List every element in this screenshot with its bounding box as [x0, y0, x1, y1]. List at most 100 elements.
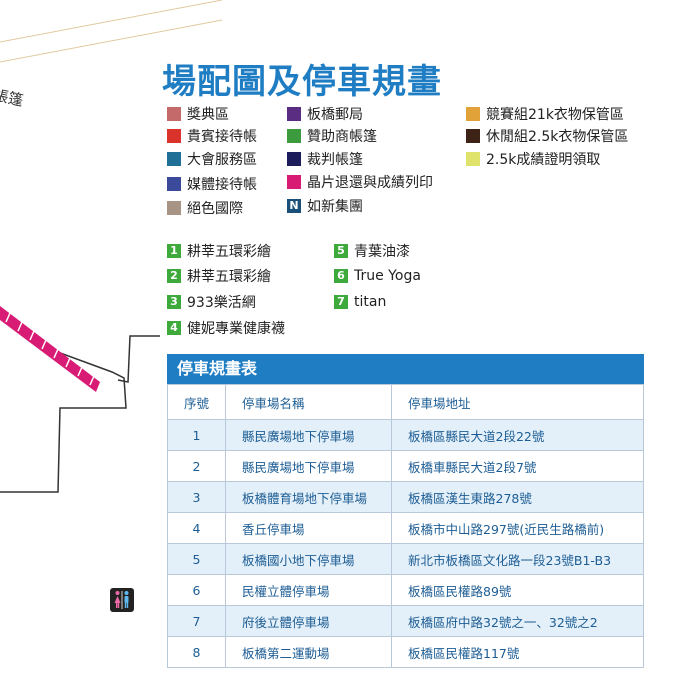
legend-item: 競賽組21k衣物保管區	[466, 104, 624, 124]
table-row: 1 縣民廣場地下停車場 板橋區縣民大道2段22號	[167, 419, 644, 451]
legend-label: 2.5k成績證明領取	[486, 152, 601, 168]
row-seq: 7	[167, 605, 226, 637]
row-address: 板橋區漢生東路278號	[391, 481, 644, 513]
legend-item: 媒體接待帳	[167, 174, 257, 194]
table-row: 7 府後立體停車場 板橋區府中路32號之一、32號之2	[167, 605, 644, 637]
legend-label: 媒體接待帳	[187, 177, 257, 193]
legend-label: 休閒組2.5k衣物保管區	[486, 129, 629, 145]
legend-swatch	[167, 152, 181, 166]
table-row: 2 縣民廣場地下停車場 板橋車縣民大道2段7號	[167, 450, 644, 482]
row-seq: 4	[167, 512, 226, 544]
legend-swatch	[287, 107, 301, 121]
sponsor-label: True Yoga	[354, 268, 421, 284]
row-name: 香丘停車場	[225, 512, 392, 544]
restroom-icon	[110, 588, 134, 612]
booth-row	[0, 306, 100, 392]
table-row: 8 板橋第二運動場 板橋區民權路117號	[167, 636, 644, 668]
legend-swatch	[287, 152, 301, 166]
legend-item: 大會服務區	[167, 149, 257, 169]
number-badge: 2	[167, 269, 181, 283]
n-badge-icon: N	[287, 199, 301, 213]
legend-label: 晶片退還與成績列印	[307, 175, 433, 191]
sponsor-label: 933樂活網	[187, 295, 256, 311]
sponsor-item: 4 健妮專業健康襪	[167, 318, 285, 338]
legend-item: 板橋郵局	[287, 104, 363, 124]
legend-swatch	[466, 107, 480, 121]
parking-table-title: 停車規畫表	[167, 354, 644, 384]
table-row: 3 板橋體育場地下停車場 板橋區漢生東路278號	[167, 481, 644, 513]
header-address: 停車場地址	[391, 384, 644, 420]
sponsor-item: 2 耕莘五環彩繪	[167, 266, 271, 286]
legend-swatch	[287, 175, 301, 189]
legend-item: N 如新集團	[287, 196, 363, 216]
legend-label: 大會服務區	[187, 152, 257, 168]
sponsor-label: 健妮專業健康襪	[187, 321, 285, 337]
legend-item: 貴賓接待帳	[167, 126, 257, 146]
map-outline	[0, 309, 127, 493]
map-boundary-line	[0, 0, 223, 43]
sponsor-item: 6 True Yoga	[334, 266, 421, 286]
row-address: 板橋車縣民大道2段7號	[391, 450, 644, 482]
legend-swatch	[167, 201, 181, 215]
row-address: 板橋區縣民大道2段22號	[391, 419, 644, 451]
sponsor-label: 耕莘五環彩繪	[187, 269, 271, 285]
row-name: 府後立體停車場	[225, 605, 392, 637]
row-seq: 1	[167, 419, 226, 451]
table-row: 4 香丘停車場 板橋市中山路297號(近民生路橋前)	[167, 512, 644, 544]
row-name: 民權立體停車場	[225, 574, 392, 606]
sponsor-label: titan	[354, 294, 387, 310]
legend-label: 如新集團	[307, 199, 363, 215]
row-address: 板橋區府中路32號之一、32號之2	[391, 605, 644, 637]
legend-item: 贊助商帳篷	[287, 126, 377, 146]
legend-swatch	[287, 129, 301, 143]
legend-label: 絕色國際	[187, 201, 243, 217]
restroom-icon-glyph	[114, 591, 129, 609]
parking-table-section: 停車規畫表 序號 停車場名稱 停車場地址 1 縣民廣場地下停車場 板橋區縣民大道…	[167, 354, 644, 668]
parking-table: 序號 停車場名稱 停車場地址 1 縣民廣場地下停車場 板橋區縣民大道2段22號 …	[167, 384, 644, 668]
header-name: 停車場名稱	[225, 384, 392, 420]
page-title: 場配圖及停車規畫	[162, 62, 442, 102]
legend-item: 休閒組2.5k衣物保管區	[466, 126, 628, 146]
row-name: 板橋國小地下停車場	[225, 543, 392, 575]
row-name: 縣民廣場地下停車場	[225, 450, 392, 482]
table-row: 5 板橋國小地下停車場 新北市板橋區文化路一段23號B1-B3	[167, 543, 644, 575]
legend-item: 裁判帳篷	[287, 149, 363, 169]
row-seq: 6	[167, 574, 226, 606]
number-badge: 4	[167, 321, 181, 335]
row-address: 新北市板橋區文化路一段23號B1-B3	[391, 543, 644, 575]
legend-label: 裁判帳篷	[307, 152, 363, 168]
row-seq: 2	[167, 450, 226, 482]
header-seq: 序號	[167, 384, 226, 420]
row-address: 板橋區民權路89號	[391, 574, 644, 606]
legend-item: 絕色國際	[167, 198, 243, 218]
sponsor-label: 青葉油漆	[354, 244, 410, 260]
number-badge: 5	[334, 244, 348, 258]
number-badge: 1	[167, 244, 181, 258]
legend-swatch	[466, 129, 480, 143]
number-badge: 7	[334, 295, 348, 309]
legend-label: 贊助商帳篷	[307, 129, 377, 145]
row-address: 板橋市中山路297號(近民生路橋前)	[391, 512, 644, 544]
map-boundary-line	[0, 19, 223, 63]
legend-swatch	[466, 152, 480, 166]
legend-label: 貴賓接待帳	[187, 129, 257, 145]
row-name: 板橋體育場地下停車場	[225, 481, 392, 513]
legend-item: 晶片退還與成績列印	[287, 172, 433, 192]
row-name: 板橋第二運動場	[225, 636, 392, 668]
legend-swatch	[167, 107, 181, 121]
sponsor-label: 耕莘五環彩繪	[187, 244, 271, 260]
number-badge: 3	[167, 295, 181, 309]
row-seq: 8	[167, 636, 226, 668]
legend-label: 板橋郵局	[307, 107, 363, 123]
legend-label: 競賽組21k衣物保管區	[486, 107, 624, 123]
legend-item: 2.5k成績證明領取	[466, 149, 600, 169]
row-name: 縣民廣場地下停車場	[225, 419, 392, 451]
sponsor-item: 5 青葉油漆	[334, 241, 410, 261]
row-seq: 3	[167, 481, 226, 513]
legend-swatch	[167, 129, 181, 143]
sponsor-item: 7 titan	[334, 292, 386, 312]
row-address: 板橋區民權路117號	[391, 636, 644, 668]
sponsor-item: 1 耕莘五環彩繪	[167, 241, 271, 261]
legend-label: 獎典區	[187, 107, 229, 123]
